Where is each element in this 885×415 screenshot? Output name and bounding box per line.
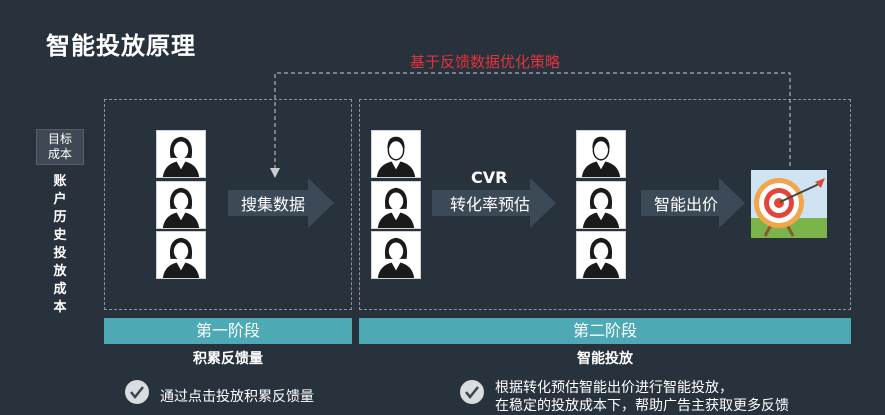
female-user-icon (371, 181, 421, 229)
target-dart-icon (751, 170, 827, 238)
stage-one-subtitle: 积累反馈量 (193, 351, 263, 367)
bullet-stage-two-line2: 在稳定的投放成本下，帮助广告主获取更多反馈 (495, 398, 789, 414)
goal-cost-line1: 目标 (47, 132, 72, 146)
goal-cost-box: 目标 成本 (36, 129, 84, 165)
bullet-stage-one: 通过点击投放积累反馈量 (160, 389, 314, 405)
stage-two-bar: 第二阶段 (359, 318, 851, 344)
female-user-icon (576, 231, 626, 279)
check-icon (125, 380, 149, 404)
female-user-icon (156, 130, 206, 178)
check-icon (460, 380, 484, 404)
female-user-icon (156, 231, 206, 279)
stage-one-bar: 第一阶段 (104, 318, 352, 344)
cvr-estimate-label: 转化率预估 (450, 195, 531, 214)
account-history-cost-label: 账户历史投放成本 (53, 174, 67, 315)
cvr-estimate-arrow (432, 178, 556, 228)
female-user-icon (371, 231, 421, 279)
collect-data-label: 搜集数据 (241, 195, 306, 214)
bullet-stage-two-line1: 根据转化预估智能出价进行智能投放， (495, 380, 733, 396)
stage-one-panel (104, 99, 352, 310)
feedback-loop-line (270, 72, 791, 178)
stage-two-subtitle: 智能投放 (577, 351, 633, 367)
smart-bid-arrow (641, 178, 745, 228)
female-user-icon (576, 181, 626, 229)
smart-bid-label: 智能出价 (654, 195, 719, 214)
stage-two-panel (359, 99, 851, 310)
page-title: 智能投放原理 (46, 32, 196, 60)
goal-cost-line2: 成本 (47, 147, 72, 161)
feedback-label: 基于反馈数据优化策略 (410, 53, 561, 71)
cvr-label: CVR (471, 168, 508, 187)
male-user-icon (371, 130, 421, 178)
female-user-icon (156, 181, 206, 229)
collect-data-arrow (228, 178, 334, 228)
male-user-icon (576, 130, 626, 178)
